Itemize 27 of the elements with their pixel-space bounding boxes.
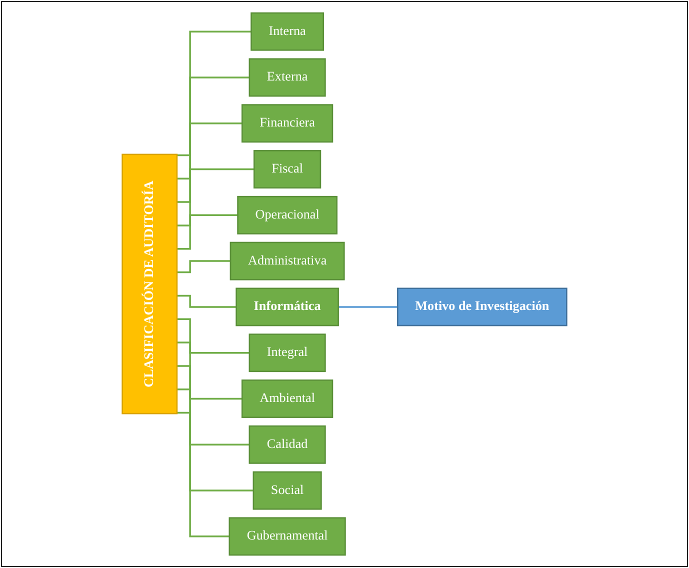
connector — [176, 342, 242, 400]
node-box: Gubernamental — [228, 517, 346, 556]
connector — [176, 122, 242, 203]
connector — [176, 30, 252, 156]
connector — [338, 306, 398, 308]
connector — [176, 388, 254, 492]
node-box: Fiscal — [254, 150, 322, 188]
node-box: Motivo de Investigación — [397, 288, 568, 326]
node-box: Financiera — [242, 104, 334, 143]
connector — [176, 365, 250, 446]
connector — [176, 260, 230, 274]
node-box: Externa — [248, 58, 326, 97]
connector — [176, 76, 250, 180]
connector — [176, 214, 238, 250]
node-box: Administrativa — [230, 242, 345, 280]
node-box: Calidad — [248, 425, 326, 464]
node-box: CLASIFICACIÓN DE AUDITORÍA — [122, 154, 178, 414]
node-box: Integral — [248, 334, 326, 372]
node-box: Operacional — [237, 196, 338, 234]
connector — [176, 294, 236, 308]
connector — [176, 318, 250, 354]
connector — [176, 412, 230, 538]
node-box: Social — [252, 471, 322, 510]
node-box: Informática — [236, 288, 339, 326]
connector — [176, 168, 254, 226]
node-box: Interna — [250, 12, 324, 51]
node-box: Ambiental — [242, 380, 334, 418]
